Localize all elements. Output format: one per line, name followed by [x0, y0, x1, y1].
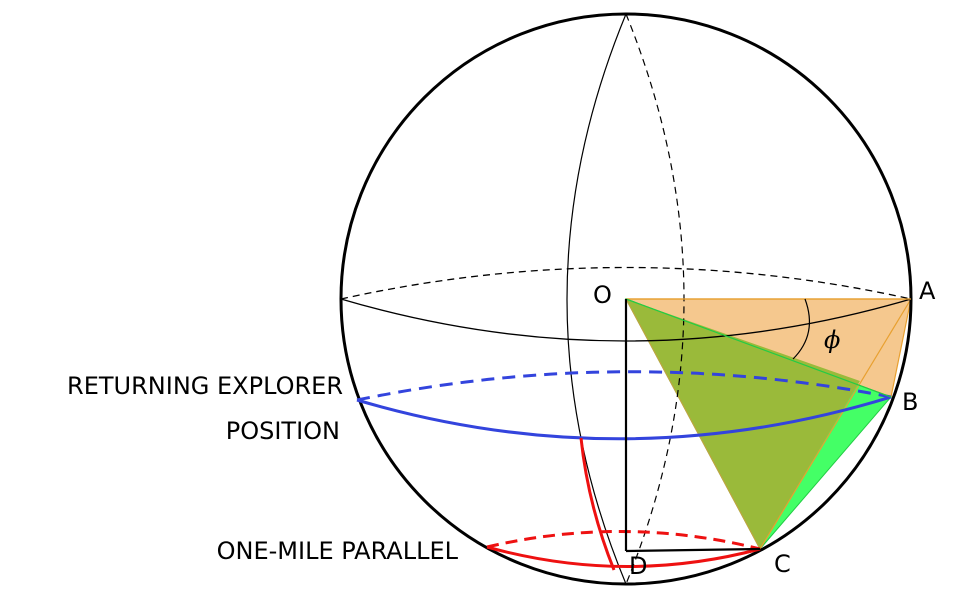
- one-mile-parallel-front: [486, 545, 761, 568]
- equator-back: [340, 266, 912, 300]
- angle-arc: [792, 298, 811, 360]
- point-label-c: C: [774, 550, 791, 578]
- angle-label-phi: ϕ: [824, 326, 840, 354]
- meridian-front: [566, 13, 627, 585]
- point-label-d: D: [629, 552, 647, 580]
- red-meridian-segment: [579, 437, 616, 571]
- returning-explorer-label-line2: POSITION: [226, 417, 340, 445]
- segment-ob: [625, 298, 892, 398]
- triangle-oac-overlap: [626, 299, 860, 549]
- one-mile-parallel-back: [486, 529, 761, 551]
- segment-ac: [759, 298, 912, 550]
- returning-parallel-front: [356, 395, 892, 441]
- segment-dc: [625, 547, 761, 553]
- one-mile-parallel-label: ONE-MILE PARALLEL: [217, 537, 459, 565]
- returning-parallel-back: [356, 370, 892, 402]
- point-label-o: O: [593, 281, 612, 309]
- point-label-a: A: [919, 277, 936, 305]
- point-label-b: B: [902, 388, 918, 416]
- returning-explorer-label-line1: RETURNING EXPLORER: [67, 372, 343, 400]
